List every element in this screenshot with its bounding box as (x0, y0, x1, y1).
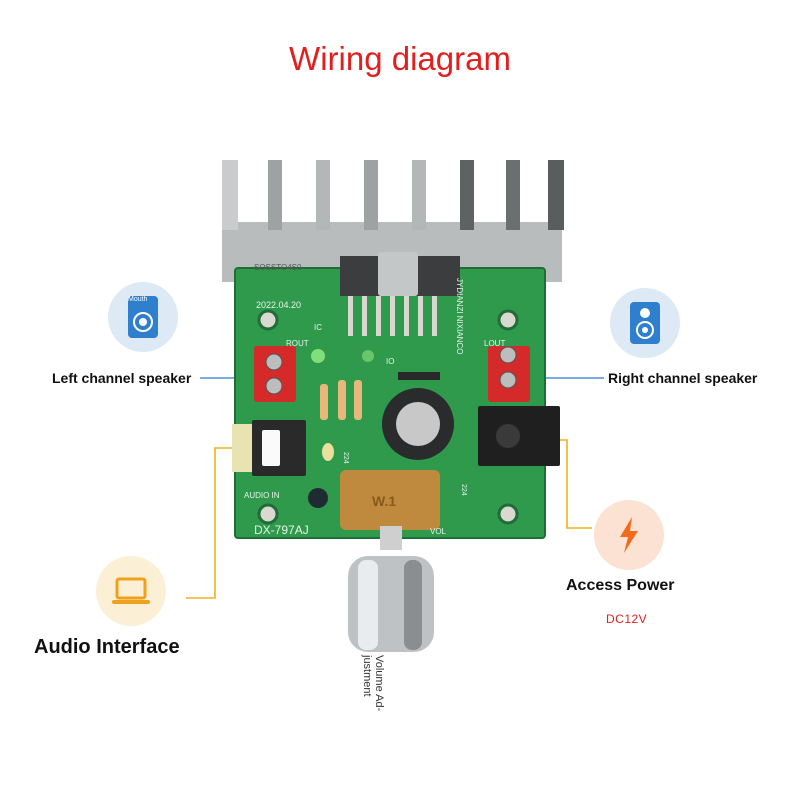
audio-icon-badge (96, 556, 166, 626)
board-ic: IC (314, 323, 322, 332)
board-c224a: 224 (342, 452, 349, 464)
power-icon-badge (594, 500, 664, 570)
mouth-label: Mouth (128, 296, 148, 303)
diode (398, 372, 440, 380)
led (311, 349, 325, 363)
board-lout: LOUT (484, 339, 505, 348)
board-chip: SOSSTO4S0 (254, 263, 302, 272)
board-io: IO (386, 357, 394, 366)
left-speaker-label: Left channel speaker (52, 370, 192, 386)
board-c224b: 224 (460, 484, 467, 496)
resistors (320, 380, 362, 420)
mount-hole (497, 503, 519, 525)
board-brand: JYDIANZI NIXIANCO (455, 278, 464, 354)
access-power-label: Access Power (566, 577, 675, 594)
audio-interface-label: Audio Interface (34, 636, 180, 658)
laptop-icon (112, 577, 150, 604)
left-speaker-icon-badge (108, 282, 178, 352)
left-terminal (254, 346, 296, 402)
mount-hole (257, 309, 279, 331)
board-audio-in: AUDIO IN (244, 491, 280, 500)
page-title: Wiring diagram (289, 40, 511, 77)
potentiometer (340, 470, 440, 550)
audio-leader-line (186, 447, 232, 599)
audio-jack (232, 420, 306, 476)
mount-hole (497, 309, 519, 331)
board-knob-text: W.1 (372, 493, 396, 509)
power-leader-line (560, 439, 592, 529)
right-speaker-icon-badge (610, 288, 680, 358)
speaker-icon (128, 296, 158, 338)
small-capacitor (308, 488, 328, 508)
board-rout: ROUT (286, 339, 309, 348)
dc-voltage-label: DC12V (606, 612, 648, 626)
speaker-icon (630, 302, 660, 344)
board-vol: VOL (430, 527, 447, 536)
dc-jack (478, 406, 560, 466)
led (362, 350, 374, 362)
board-date: 2022.04.20 (256, 300, 301, 310)
board-model: DX-797AJ (254, 523, 309, 537)
volume-knob (348, 556, 434, 652)
volume-adjustment-label: Volume Ad-justment (361, 655, 385, 712)
lightning-icon (620, 517, 638, 553)
mount-hole (257, 503, 279, 525)
right-terminal (488, 346, 530, 402)
right-speaker-label: Right channel speaker (608, 370, 758, 386)
